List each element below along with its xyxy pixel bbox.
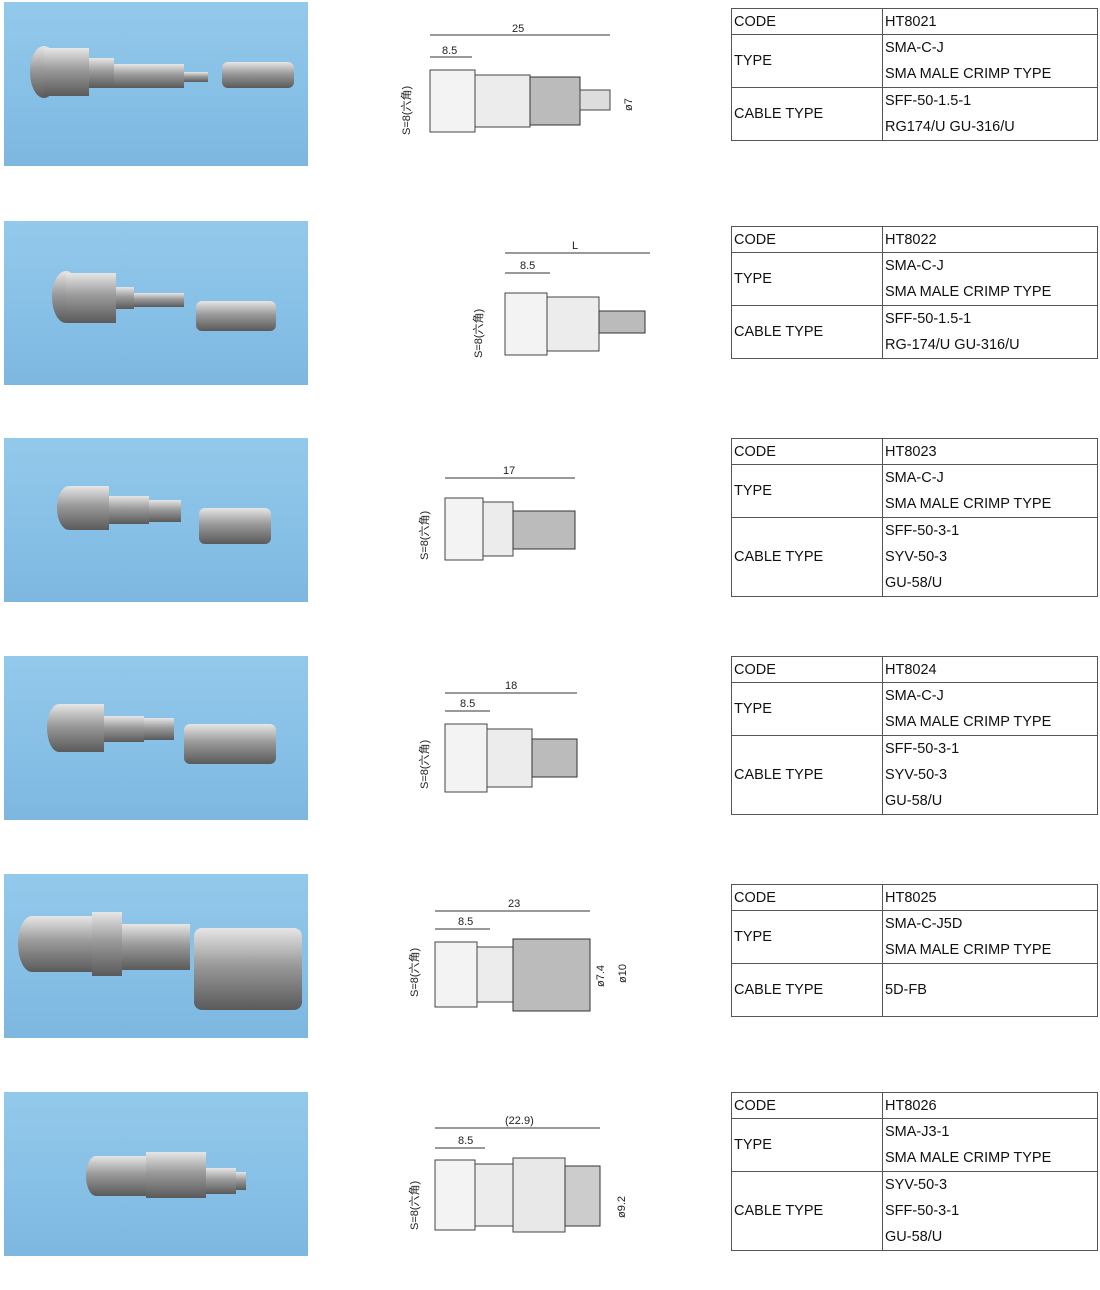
dim-total: 23: [508, 898, 520, 910]
code-label: CODE: [731, 438, 883, 465]
product-row-ht8024: 18 8.5 S=8(六角) CODE HT8024 TYPE SMA-C-J S…: [0, 654, 1100, 854]
type-line: SMA MALE CRIMP TYPE: [885, 66, 1052, 82]
type-line: SMA MALE CRIMP TYPE: [885, 284, 1052, 300]
dim-head: 8.5: [460, 698, 475, 710]
product-row-ht8023: 17 S=8(六角) CODE HT8023 TYPE SMA-C-J SMA M…: [0, 436, 1100, 636]
type-line: SMA MALE CRIMP TYPE: [885, 496, 1052, 512]
dimension-drawing: 17 S=8(六角): [400, 456, 660, 626]
dim-hex: S=8(六角): [400, 86, 413, 135]
dimension-drawing: 23 8.5 S=8(六角) ø7.4 ø10: [400, 897, 660, 1067]
type-label: TYPE: [731, 34, 883, 88]
code-label: CODE: [731, 8, 883, 35]
cable-line: RG174/U GU-316/U: [885, 119, 1015, 135]
cable-type-label: CABLE TYPE: [731, 305, 883, 359]
cable-line: SFF-50-3-1: [885, 741, 960, 757]
product-row-ht8021: 25 8.5 S=8(六角) ø7 CODE HT8021 TYPE SMA-C…: [0, 0, 1100, 200]
dimension-drawing: 18 8.5 S=8(六角): [400, 679, 660, 849]
dim-total: (22.9): [505, 1115, 534, 1127]
type-line: SMA MALE CRIMP TYPE: [885, 714, 1052, 730]
type-label: TYPE: [731, 1118, 883, 1172]
cable-line: GU-58/U: [885, 1229, 943, 1245]
dim-dia2: ø10: [617, 964, 629, 983]
dim-hex: S=8(六角): [408, 1181, 421, 1230]
product-photo: [4, 874, 308, 1038]
type-line: SMA-C-J5D: [885, 916, 963, 932]
type-line: SMA-C-J: [885, 258, 944, 274]
product-row-ht8022: L 8.5 S=8(六角) CODE HT8022 TYPE SMA-C-J SM…: [0, 218, 1100, 418]
product-photo: [4, 438, 308, 602]
product-row-ht8026: (22.9) 8.5 S=8(六角) ø9.2 CODE HT8026 TYPE…: [0, 1090, 1100, 1290]
code-value: HT8023: [882, 438, 1098, 465]
dim-hex: S=8(六角): [472, 309, 485, 358]
code-value: HT8022: [882, 226, 1098, 253]
cable-line: SYV-50-3: [885, 549, 948, 565]
cable-line: RG-174/U GU-316/U: [885, 337, 1020, 353]
product-photo: [4, 1092, 308, 1256]
code-value: HT8025: [882, 884, 1098, 911]
code-label: CODE: [731, 656, 883, 683]
dim-hex: S=8(六角): [418, 740, 431, 789]
type-label: TYPE: [731, 910, 883, 964]
spec-table: CODE HT8025 TYPE SMA-C-J5D SMA MALE CRIMP…: [731, 884, 1098, 1017]
dim-head: 8.5: [520, 260, 535, 272]
cable-line: SYV-50-3: [885, 767, 948, 783]
cable-line: SFF-50-3-1: [885, 523, 960, 539]
cable-type-label: CABLE TYPE: [731, 1171, 883, 1251]
dim-total: 17: [503, 465, 515, 477]
dim-dia: ø7.4: [595, 965, 607, 987]
product-row-ht8025: 23 8.5 S=8(六角) ø7.4 ø10 CODE HT8025 TYPE…: [0, 872, 1100, 1072]
code-label: CODE: [731, 226, 883, 253]
code-value: HT8021: [882, 8, 1098, 35]
dim-total: 18: [505, 680, 517, 692]
spec-table: CODE HT8023 TYPE SMA-C-J SMA MALE CRIMP T…: [731, 438, 1098, 597]
type-line: SMA MALE CRIMP TYPE: [885, 942, 1052, 958]
code-label: CODE: [731, 884, 883, 911]
code-value: HT8026: [882, 1092, 1098, 1119]
cable-line: GU-58/U: [885, 793, 943, 809]
type-line: SMA-C-J: [885, 470, 944, 486]
cable-type-label: CABLE TYPE: [731, 735, 883, 815]
code-label: CODE: [731, 1092, 883, 1119]
type-line: SMA MALE CRIMP TYPE: [885, 1150, 1052, 1166]
product-photo: [4, 221, 308, 385]
product-photo: [4, 2, 308, 166]
cable-line: SFF-50-1.5-1: [885, 311, 972, 327]
dim-dia: ø7: [623, 98, 635, 111]
type-line: SMA-C-J: [885, 40, 944, 56]
spec-table: CODE HT8021 TYPE SMA-C-J SMA MALE CRIMP T…: [731, 8, 1098, 141]
dim-head: 8.5: [458, 916, 473, 928]
spec-table: CODE HT8022 TYPE SMA-C-J SMA MALE CRIMP T…: [731, 226, 1098, 359]
dim-total: 25: [512, 23, 524, 35]
dim-head: 8.5: [442, 45, 457, 57]
dimension-drawing: L 8.5 S=8(六角): [400, 233, 660, 403]
dim-dia: ø9.2: [616, 1196, 628, 1218]
type-label: TYPE: [731, 464, 883, 518]
dim-hex: S=8(六角): [418, 511, 431, 560]
type-label: TYPE: [731, 682, 883, 736]
dimension-drawing: 25 8.5 S=8(六角) ø7: [400, 15, 660, 185]
spec-table: CODE HT8024 TYPE SMA-C-J SMA MALE CRIMP T…: [731, 656, 1098, 815]
cable-line: SFF-50-1.5-1: [885, 93, 972, 109]
cable-type-label: CABLE TYPE: [731, 87, 883, 141]
code-value: HT8024: [882, 656, 1098, 683]
cable-line: SYV-50-3: [885, 1177, 948, 1193]
cable-line: 5D-FB: [885, 982, 927, 998]
dim-total: L: [572, 240, 578, 252]
dimension-drawing: (22.9) 8.5 S=8(六角) ø9.2: [400, 1110, 660, 1280]
type-label: TYPE: [731, 252, 883, 306]
dim-hex: S=8(六角): [408, 948, 421, 997]
dim-head: 8.5: [458, 1135, 473, 1147]
cable-type-label: CABLE TYPE: [731, 963, 883, 1017]
product-photo: [4, 656, 308, 820]
type-line: SMA-C-J: [885, 688, 944, 704]
cable-line: GU-58/U: [885, 575, 943, 591]
type-line: SMA-J3-1: [885, 1124, 950, 1140]
cable-type-label: CABLE TYPE: [731, 517, 883, 597]
cable-line: SFF-50-3-1: [885, 1203, 960, 1219]
